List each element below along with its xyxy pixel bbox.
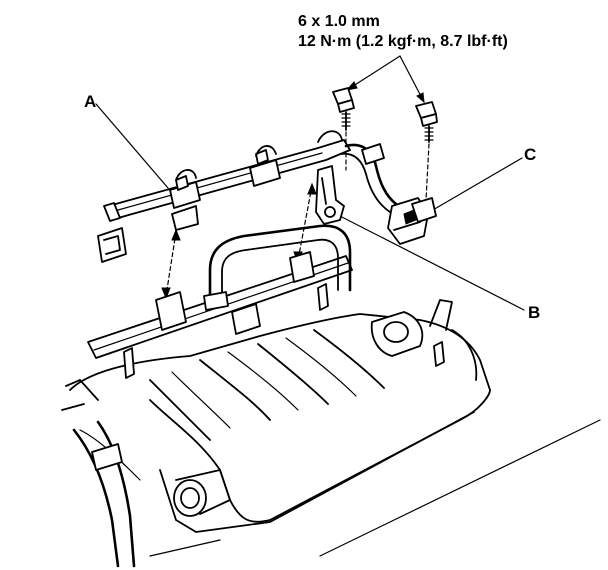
- mounting-bolt-left: [332, 87, 355, 171]
- fuel-rail: [97, 130, 398, 263]
- mounting-bolt-right: [415, 101, 438, 201]
- callout-a-leader: [95, 103, 169, 189]
- callout-c: C: [524, 145, 536, 164]
- intake-manifold: [61, 283, 601, 568]
- bracket-b: [315, 165, 345, 225]
- callout-b: B: [528, 303, 540, 322]
- connector-c: [387, 197, 437, 245]
- torque-leader-lines: [345, 55, 425, 104]
- callout-c-leader: [425, 157, 523, 215]
- bolt-size-text: 6 x 1.0 mm: [298, 13, 380, 30]
- callout-a: A: [84, 92, 96, 111]
- coolant-pipe: [203, 224, 352, 311]
- callout-b-leader: [335, 213, 525, 311]
- torque-value-text: 12 N·m (1.2 kgf·m, 8.7 lbf·ft): [298, 33, 508, 50]
